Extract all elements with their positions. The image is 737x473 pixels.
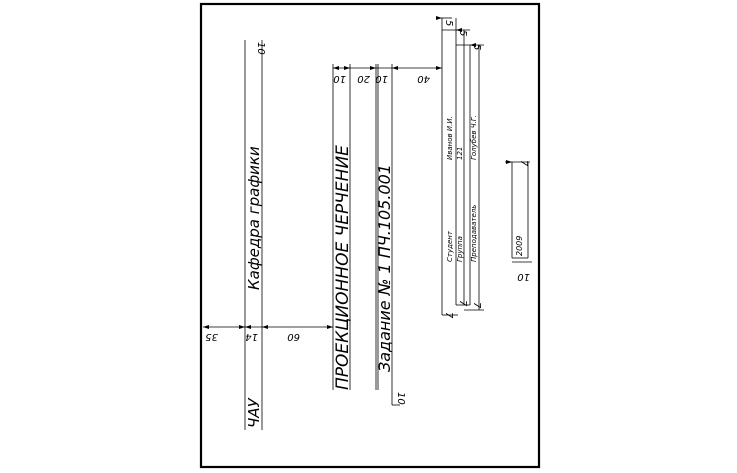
dim-35: 35 <box>205 331 218 342</box>
dim-10-a: 10 <box>333 73 346 84</box>
role-student: Студент <box>446 230 454 262</box>
dim-14: 14 <box>245 331 258 342</box>
dimension-arrow <box>506 160 512 164</box>
dimension-arrow <box>392 66 398 70</box>
role-teacher: Преподаватель <box>470 205 478 262</box>
dimension-arrow <box>456 28 462 32</box>
department-name: Кафедра графики <box>245 146 263 290</box>
org-name: ЧАУ <box>245 397 263 428</box>
dim-7-c: 7 <box>471 302 482 309</box>
dimension-arrow <box>436 16 442 20</box>
name-group: 121 <box>456 147 464 160</box>
name-teacher: Голубев Ч.Г. <box>470 115 478 160</box>
dimension-arrow <box>245 325 251 329</box>
dim-7-b: 7 <box>457 300 468 307</box>
drawing-title: ПРОЕКЦИОННОЕ ЧЕРЧЕНИЕ <box>333 145 353 390</box>
dimension-arrow <box>436 66 442 70</box>
dimension-arrow <box>203 325 209 329</box>
dimension-arrow <box>344 66 350 70</box>
name-student: Иванов И.И. <box>446 116 454 160</box>
dim-10-top: 10 <box>255 42 266 55</box>
assignment-number: Задание № 1 ПЧ.105.001 <box>375 164 394 372</box>
dim-7-year: 7 <box>518 160 529 167</box>
dim-10-b: 10 <box>375 73 388 84</box>
dimension-arrow <box>239 325 245 329</box>
dim-10-bottom: 10 <box>395 392 406 405</box>
dim-5-a: 5 <box>443 20 454 26</box>
dim-5-c: 5 <box>471 44 482 50</box>
dimension-arrow <box>333 66 339 70</box>
role-group: Группа <box>456 236 464 262</box>
dimension-arrow <box>262 325 268 329</box>
dim-60: 60 <box>287 331 300 342</box>
year: 2009 <box>515 236 524 256</box>
dim-20: 20 <box>357 73 370 84</box>
dim-40: 40 <box>417 73 430 84</box>
sheet-frame <box>199 2 541 469</box>
dimension-arrow <box>327 325 333 329</box>
dimension-arrow <box>470 43 476 47</box>
dim-7-a: 7 <box>443 312 454 319</box>
dim-10-year: 10 <box>517 271 530 282</box>
dimension-arrow <box>370 66 376 70</box>
dim-5-b: 5 <box>457 30 468 36</box>
